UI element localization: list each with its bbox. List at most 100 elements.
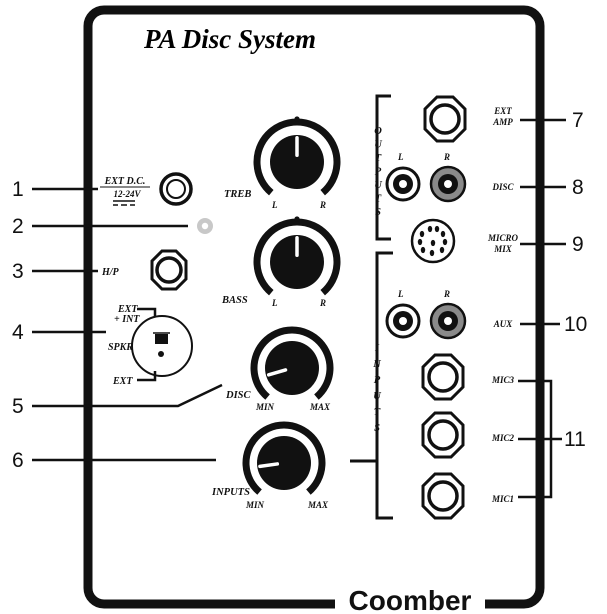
vertical-letter: T xyxy=(375,153,382,164)
inputs-label: INPUTS xyxy=(211,487,250,498)
spkr-plus-int-label: + INT xyxy=(114,314,140,325)
spkr-ext-bottom-label: EXT xyxy=(112,376,133,387)
callout-6: 6 xyxy=(12,449,24,472)
bass-r-label: R xyxy=(319,298,326,308)
disc-label: DISC xyxy=(225,390,252,401)
din-pin xyxy=(440,230,446,238)
aux-l-label: L xyxy=(397,289,404,299)
callout-10: 10 xyxy=(564,313,587,336)
speaker-switch-dot xyxy=(158,351,164,357)
din-pin xyxy=(427,225,433,233)
callout-11: 11 xyxy=(564,428,586,451)
brand-logo: Coomber xyxy=(349,585,472,614)
vertical-letter: T xyxy=(374,407,381,418)
mic2-jack-ring xyxy=(427,419,459,451)
din-pin xyxy=(420,246,426,254)
vertical-letter: N xyxy=(372,359,381,370)
knob-body[interactable] xyxy=(257,436,311,490)
aux-left-rca-pin xyxy=(399,317,407,325)
callout-5: 5 xyxy=(12,395,24,418)
inputs-volume-knob[interactable] xyxy=(242,421,326,495)
disc-volume-knob[interactable] xyxy=(250,326,334,400)
callout-7: 7 xyxy=(572,109,584,132)
spkr-bottom-bracket xyxy=(137,371,157,382)
left-callouts: 1 2 3 4 5 6 xyxy=(12,178,223,472)
micro-mix-label-1: MICRO xyxy=(487,233,519,243)
treb-l-label: L xyxy=(271,200,278,210)
micro-mix-label-2: MIX xyxy=(493,244,513,254)
inputs-max-label: MAX xyxy=(307,500,329,510)
ext-amp-label-2: AMP xyxy=(492,117,513,127)
spkr-top-bracket xyxy=(137,307,157,318)
knob-center-mark xyxy=(294,216,300,222)
callout-1: 1 xyxy=(12,178,24,201)
ext-amp-label-1: EXT xyxy=(493,106,512,116)
mic1-jack-ring xyxy=(427,480,459,512)
vertical-letter: T xyxy=(375,194,382,205)
headphone-group: H/P xyxy=(101,249,188,291)
callout-2: 2 xyxy=(12,215,24,238)
power-led-highlight xyxy=(201,222,209,230)
aux-right-rca-pin xyxy=(444,317,452,325)
aux-label: AUX xyxy=(493,319,514,329)
mic3-label: MIC3 xyxy=(491,375,515,385)
vertical-letter: U xyxy=(373,391,382,402)
vertical-letter: U xyxy=(374,180,383,191)
din-pin xyxy=(429,249,435,257)
speaker-switch-lever xyxy=(155,334,168,344)
vertical-letter: O xyxy=(374,126,382,137)
ext-dc-socket-inner xyxy=(166,179,186,199)
right-callouts: 7 8 9 10 11 xyxy=(518,109,587,499)
knob-scale-arc xyxy=(253,218,341,296)
din-pin xyxy=(442,238,448,246)
din-pin xyxy=(417,238,423,246)
callout-3: 3 xyxy=(12,260,24,283)
din-pin xyxy=(430,239,436,247)
spkr-ext-label: EXT xyxy=(117,304,138,315)
din-pins xyxy=(417,225,448,257)
vertical-letter: I xyxy=(374,343,380,354)
disc-min-label: MIN xyxy=(255,402,275,412)
knob-scale-arc xyxy=(250,326,334,400)
speaker-switch[interactable] xyxy=(131,315,193,377)
mic3-jack-ring xyxy=(427,361,459,393)
treb-r-label: R xyxy=(319,200,326,210)
callout-9: 9 xyxy=(572,233,584,256)
disc-out-r-label: R xyxy=(443,152,450,162)
disc-out-right-rca-pin xyxy=(444,180,452,188)
vertical-letter: S xyxy=(374,423,380,434)
vertical-letter: P xyxy=(375,167,382,178)
treble-knob[interactable] xyxy=(253,116,341,196)
bass-knob[interactable] xyxy=(253,216,341,296)
knob-body[interactable] xyxy=(265,341,319,395)
vertical-letter: S xyxy=(375,207,381,218)
ext-dc-volts: 12-24V xyxy=(114,189,142,199)
knob-body[interactable] xyxy=(270,235,324,289)
inputs-vertical-label: INPUTS xyxy=(372,343,382,434)
mic1-label: MIC1 xyxy=(491,494,514,504)
leader-5 xyxy=(32,383,223,408)
inputs-min-label: MIN xyxy=(245,500,265,510)
hp-label: H/P xyxy=(101,267,120,278)
ext-dc-group: EXT D.C. 12-24V xyxy=(100,172,193,206)
aux-r-label: R xyxy=(443,289,450,299)
knob-scale-arc xyxy=(253,118,341,196)
knob-pointer xyxy=(258,462,280,469)
disc-out-left-rca-pin xyxy=(399,180,407,188)
bass-l-label: L xyxy=(271,298,278,308)
disc-out-l-label: L xyxy=(397,152,404,162)
headphone-jack-ring xyxy=(155,256,183,284)
din-pin xyxy=(419,230,425,238)
ext-amp-jack-ring xyxy=(429,103,461,135)
inputs-bracket xyxy=(375,251,393,520)
panel-title: PA Disc System xyxy=(143,24,316,54)
knob-body[interactable] xyxy=(270,135,324,189)
bass-label: BASS xyxy=(221,295,248,306)
treb-label: TREB xyxy=(224,189,251,200)
panel-frame xyxy=(83,5,545,609)
vertical-letter: P xyxy=(374,375,381,386)
spkr-label: SPKR xyxy=(108,342,133,353)
outputs-bracket xyxy=(375,94,391,241)
